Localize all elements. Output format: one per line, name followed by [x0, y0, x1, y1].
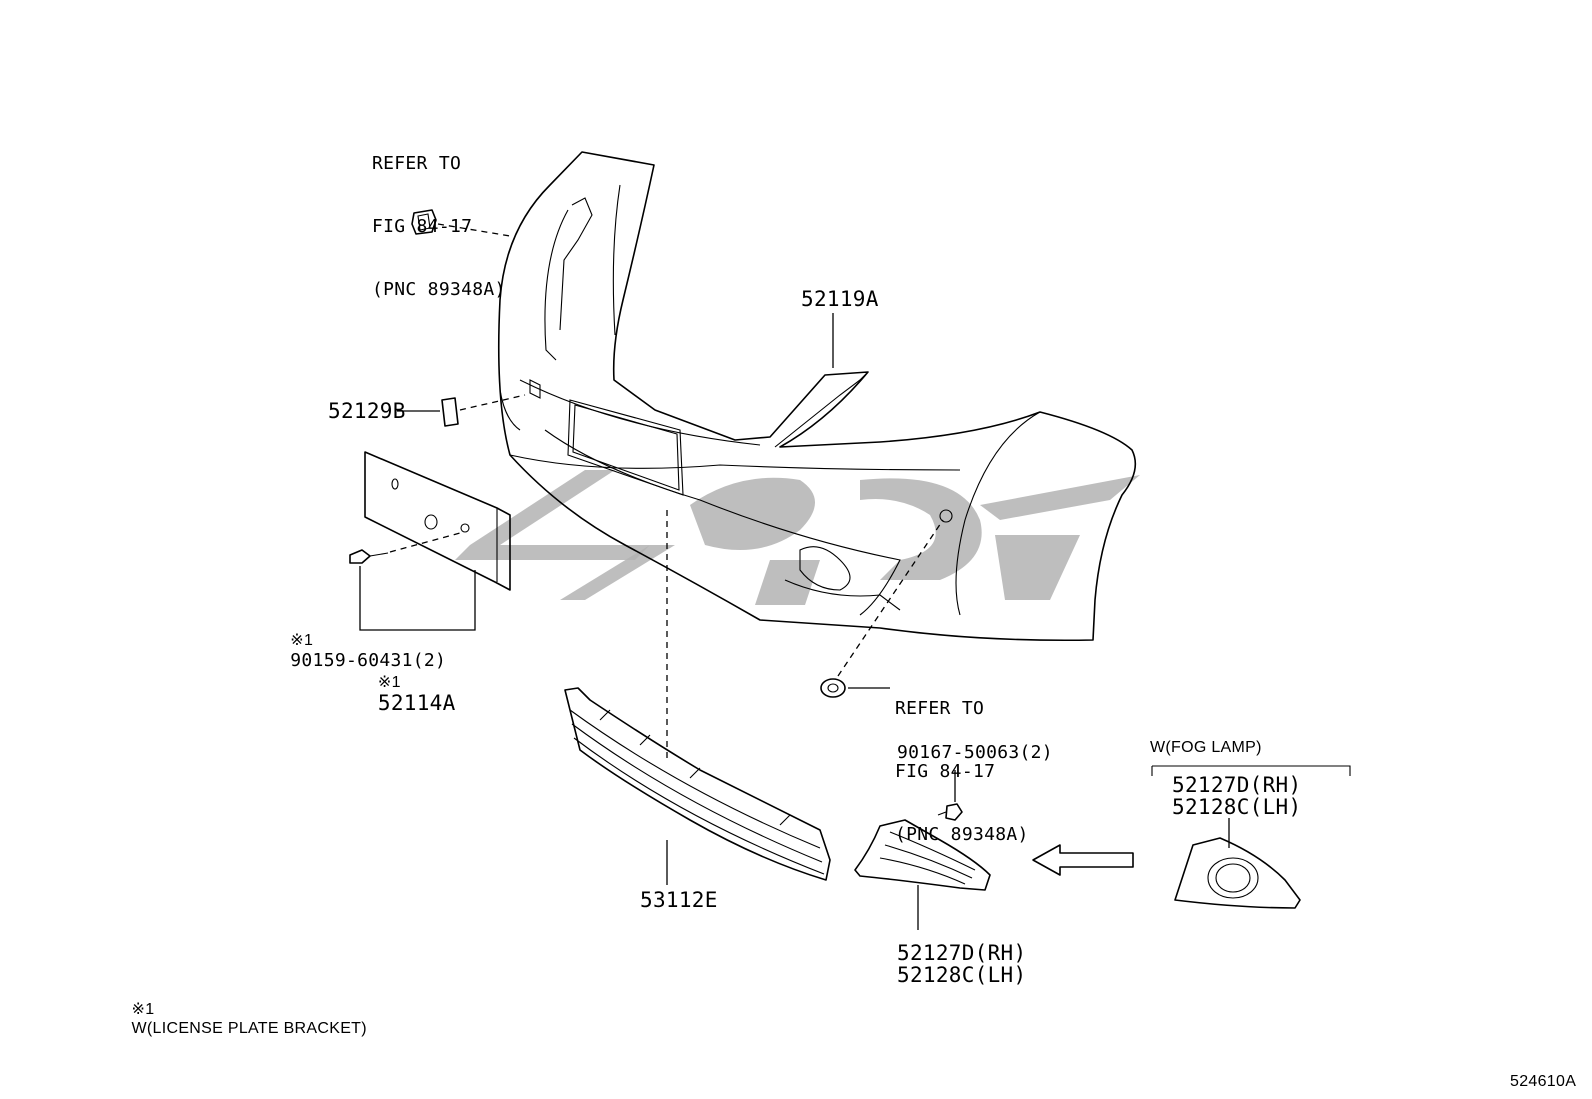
- cap-52129B: [441, 397, 459, 427]
- part-90167: 90167-50063(2): [897, 742, 1053, 763]
- clip-right-icon: [820, 678, 846, 698]
- ref-top: REFER TO FIG 84-17 (PNC 89348A): [372, 111, 506, 321]
- part-52128C-lower: 52128C(LH): [897, 963, 1027, 987]
- part-53112E: 53112E: [640, 888, 718, 912]
- ref-right: REFER TO FIG 84-17 (PNC 89348A): [895, 656, 1029, 866]
- part-52127D-right: 52127D(RH): [1172, 773, 1302, 797]
- part-52129B: 52129B: [328, 399, 406, 423]
- fog-cover-lower: [854, 819, 991, 891]
- footnote-mark: ※1: [131, 1001, 155, 1018]
- arrow-left-icon: [1032, 844, 1134, 876]
- screw-90159: [349, 549, 389, 564]
- ref-right-line-3: (PNC 89348A): [895, 824, 1029, 845]
- license-plate-bracket: [364, 451, 511, 591]
- watermark-logo: [455, 470, 1140, 605]
- part-52119A: 52119A: [801, 287, 879, 311]
- ref-top-line-2: FIG 84-17: [372, 216, 473, 237]
- part-90159: ※1 90159-60431(2): [268, 608, 446, 671]
- part-52127D-lower: 52127D(RH): [897, 941, 1027, 965]
- fog-cover-right: [1174, 837, 1301, 909]
- bumper-cover: [497, 151, 1137, 642]
- footnote: ※1 W(LICENSE PLATE BRACKET): [122, 981, 367, 1038]
- footnote-text: W(LICENSE PLATE BRACKET): [131, 1020, 367, 1037]
- clip-icon: [411, 209, 437, 235]
- note-mark-2: ※1: [377, 674, 401, 691]
- ref-right-line-1: REFER TO: [895, 698, 985, 719]
- lower-grille: [564, 687, 831, 881]
- ref-top-line-3: (PNC 89348A): [372, 279, 506, 300]
- part-52114A: ※1 52114A: [352, 646, 456, 715]
- note-mark: ※1: [290, 632, 314, 649]
- note-fog-lamp: W(FOG LAMP): [1150, 739, 1262, 756]
- ref-right-line-2: FIG 84-17: [895, 761, 996, 782]
- part-52128C-right: 52128C(LH): [1172, 795, 1302, 819]
- part-90159-num: 90159-60431(2): [290, 650, 447, 671]
- part-52114A-num: 52114A: [377, 691, 456, 715]
- screw-90167: [937, 803, 963, 821]
- ref-top-line-1: REFER TO: [372, 153, 462, 174]
- illustration-id: 524610A: [1510, 1073, 1577, 1090]
